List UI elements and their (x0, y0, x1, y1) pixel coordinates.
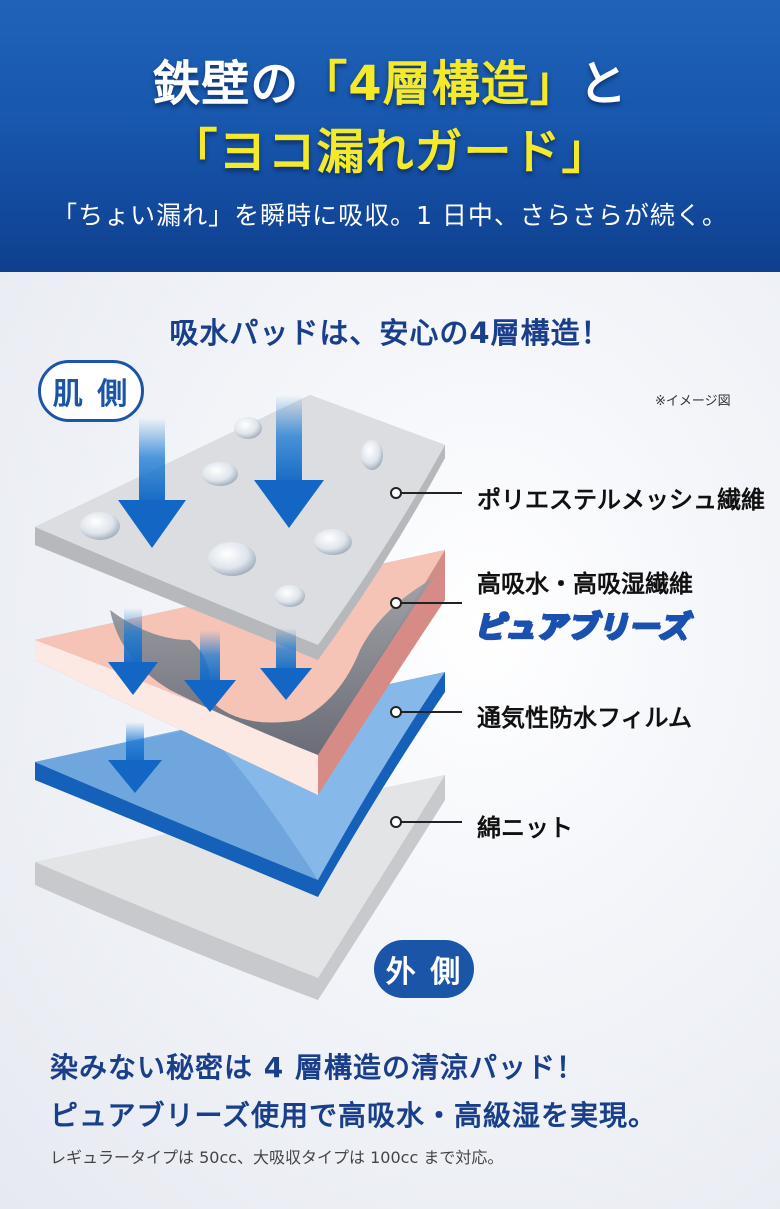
hero-banner (0, 0, 780, 272)
water-droplets (80, 417, 383, 607)
layer4-label: 綿ニット (477, 814, 573, 842)
bottom-heading-2: ピュアブリーズ使用で高吸水・高級湿を実現。 (50, 1099, 658, 1132)
layer2-label: 高吸水・高吸湿繊維 (477, 570, 693, 598)
section-title: 吸水パッドは、安心の4層構造！ (169, 316, 611, 350)
hero-heading-line2: 「ヨコ漏れガード」 (169, 124, 611, 180)
image-note: ※イメージ図 (655, 394, 731, 409)
skin-side-badge: 肌 側 (38, 360, 144, 422)
layer3-label: 通気性防水フィルム (477, 704, 693, 732)
layer-polyester-mesh (35, 395, 445, 660)
hero-subtitle: 「ちょい漏れ」を瞬時に吸収。1 日中、さらさらが続く。 (52, 201, 728, 230)
hero-heading-line1: 鉄壁の「4層構造」と (152, 56, 628, 112)
label-leaders (390, 487, 462, 828)
outer-side-badge: 外 側 (374, 940, 474, 998)
capacity-note: レギュラータイプは 50cc、大吸収タイプは 100cc まで対応。 (50, 1148, 504, 1167)
arrow-skin-right (254, 395, 324, 528)
arrow-mid-center (184, 630, 236, 712)
arrow-skin-left (118, 418, 186, 548)
arrow-mid-left (108, 608, 158, 695)
pure-breeze-logo: ピュアブリーズ (473, 609, 689, 646)
arrow-lower-left (108, 722, 162, 793)
arrow-mid-right (260, 628, 312, 700)
bottom-heading-1: 染みない秘密は 4 層構造の清涼パッド！ (50, 1051, 585, 1084)
layer1-label: ポリエステルメッシュ繊維 (477, 486, 765, 514)
